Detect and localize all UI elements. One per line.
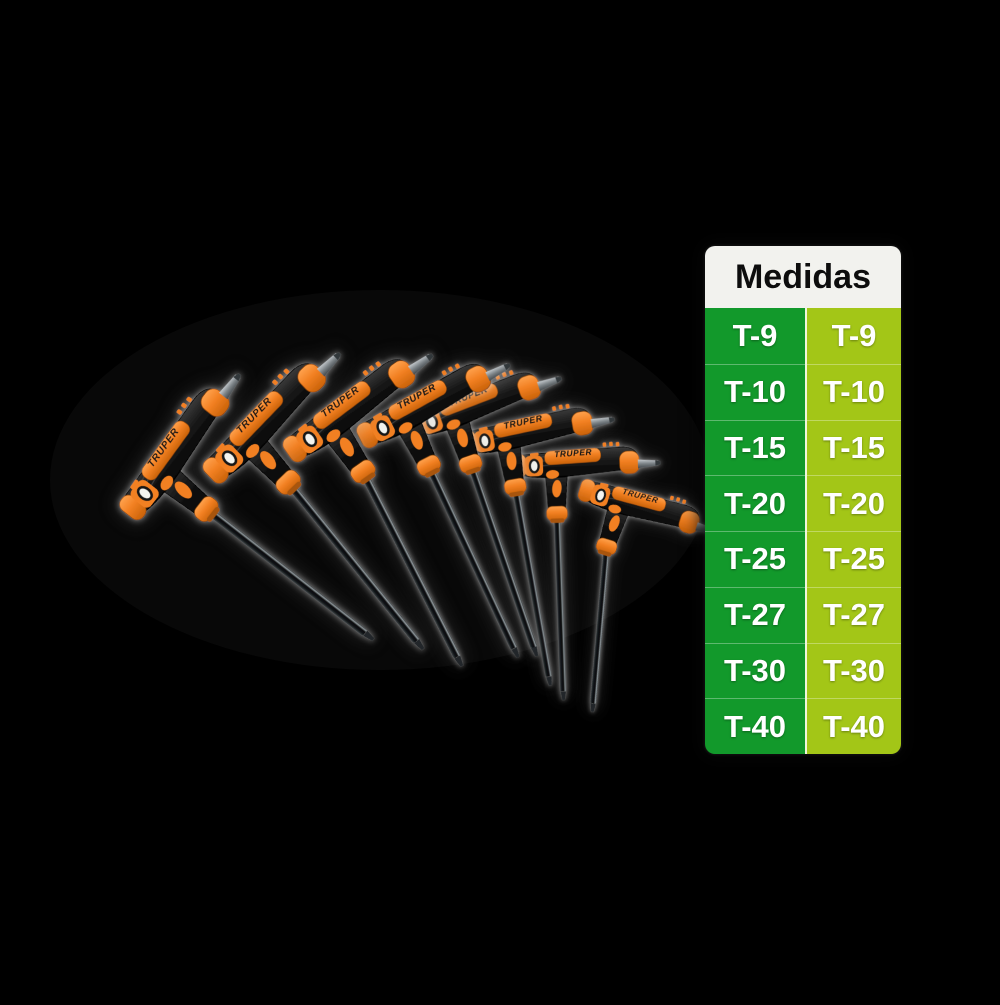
size-cell: T-25 <box>807 531 901 587</box>
size-cell: T-15 <box>807 419 901 476</box>
size-cell: T-9 <box>831 317 877 353</box>
size-cell: T-20 <box>705 475 805 531</box>
size-cell: T-15 <box>705 419 805 476</box>
size-table-body: T-9 T-10 T-15 T-20 T-25 T-27 T-30 T-40 T… <box>705 308 901 754</box>
size-cell: T-40 <box>807 698 901 754</box>
brand-label: TRUPER <box>554 447 593 460</box>
size-cell: T-30 <box>807 642 901 699</box>
size-cell: T-27 <box>705 586 805 643</box>
torx-driver-7: TRUPER <box>509 438 664 701</box>
size-cell: T-10 <box>705 363 805 420</box>
size-cell: T-9 <box>732 317 778 353</box>
size-cell: T-27 <box>807 586 901 643</box>
size-cell: T-10 <box>807 363 901 420</box>
size-cell: T-40 <box>705 698 805 754</box>
size-cell: T-25 <box>705 531 805 587</box>
size-cell: T-20 <box>807 475 901 531</box>
size-table-title: Medidas <box>734 257 872 296</box>
size-column-right: T-9 T-10 T-15 T-20 T-25 T-27 T-30 T-40 <box>805 308 901 754</box>
size-cell: T-30 <box>705 642 805 699</box>
size-table: Medidas T-9 T-10 T-15 T-20 T-25 T-27 T-3… <box>705 246 901 754</box>
size-column-left: T-9 T-10 T-15 T-20 T-25 T-27 T-30 T-40 <box>705 308 805 754</box>
size-table-header: Medidas <box>705 246 901 308</box>
